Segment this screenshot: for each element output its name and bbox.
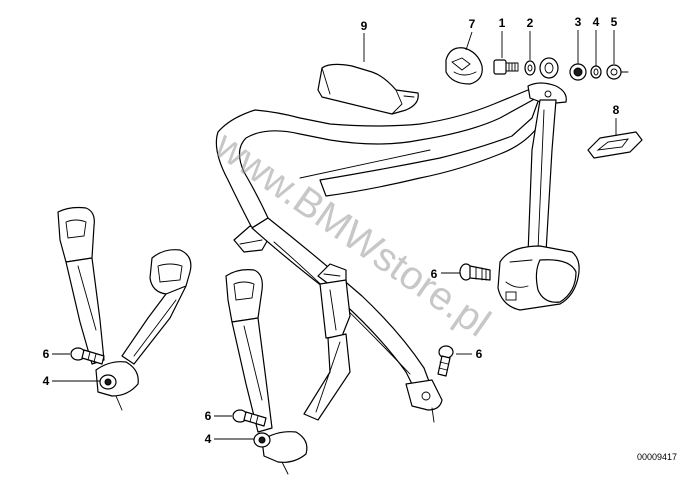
callout-5: 5 [611, 15, 618, 29]
callout-labels: 9 7 1 2 3 4 5 8 6 6 4 6 4 6 [43, 15, 620, 446]
spacer-sleeve [569, 63, 587, 81]
callout-3: 3 [575, 15, 582, 29]
center-buckle-assembly [225, 263, 351, 475]
spring-washer [590, 65, 602, 79]
callout-8: 8 [613, 103, 620, 117]
shoulder-belt-webbing [215, 89, 547, 253]
anchor-plate [445, 47, 483, 85]
callout-4-center: 4 [205, 432, 212, 446]
left-buckle-assembly [57, 206, 192, 411]
callout-6-right: 6 [476, 347, 483, 361]
nut [606, 64, 629, 80]
center-bolt [232, 409, 267, 427]
callout-2: 2 [527, 16, 534, 30]
spacer-bushing [539, 57, 559, 79]
callout-4-left: 4 [43, 374, 50, 388]
lap-belt-webbing [251, 217, 443, 423]
retractor-bolt [459, 263, 491, 281]
callout-6-retractor: 6 [431, 267, 438, 281]
rubber-pad [587, 131, 643, 159]
floor-anchor-bolt [437, 345, 454, 377]
callout-6-left: 6 [43, 347, 50, 361]
anchor-bolt [493, 59, 519, 75]
center-washer [253, 432, 271, 448]
callout-7: 7 [469, 17, 476, 31]
left-bolt [70, 347, 105, 365]
callout-6-center: 6 [205, 409, 212, 423]
callout-4-top: 4 [593, 15, 600, 29]
drawing-code: 00009417 [637, 452, 677, 462]
callout-1: 1 [499, 16, 506, 30]
callout-9: 9 [361, 19, 368, 33]
belt-guide-cover [317, 63, 419, 115]
left-washer [99, 374, 117, 390]
upper-anchor-bracket [527, 82, 567, 105]
belt-retractor [497, 245, 580, 311]
leader-lines [52, 30, 617, 440]
washer [524, 60, 536, 76]
